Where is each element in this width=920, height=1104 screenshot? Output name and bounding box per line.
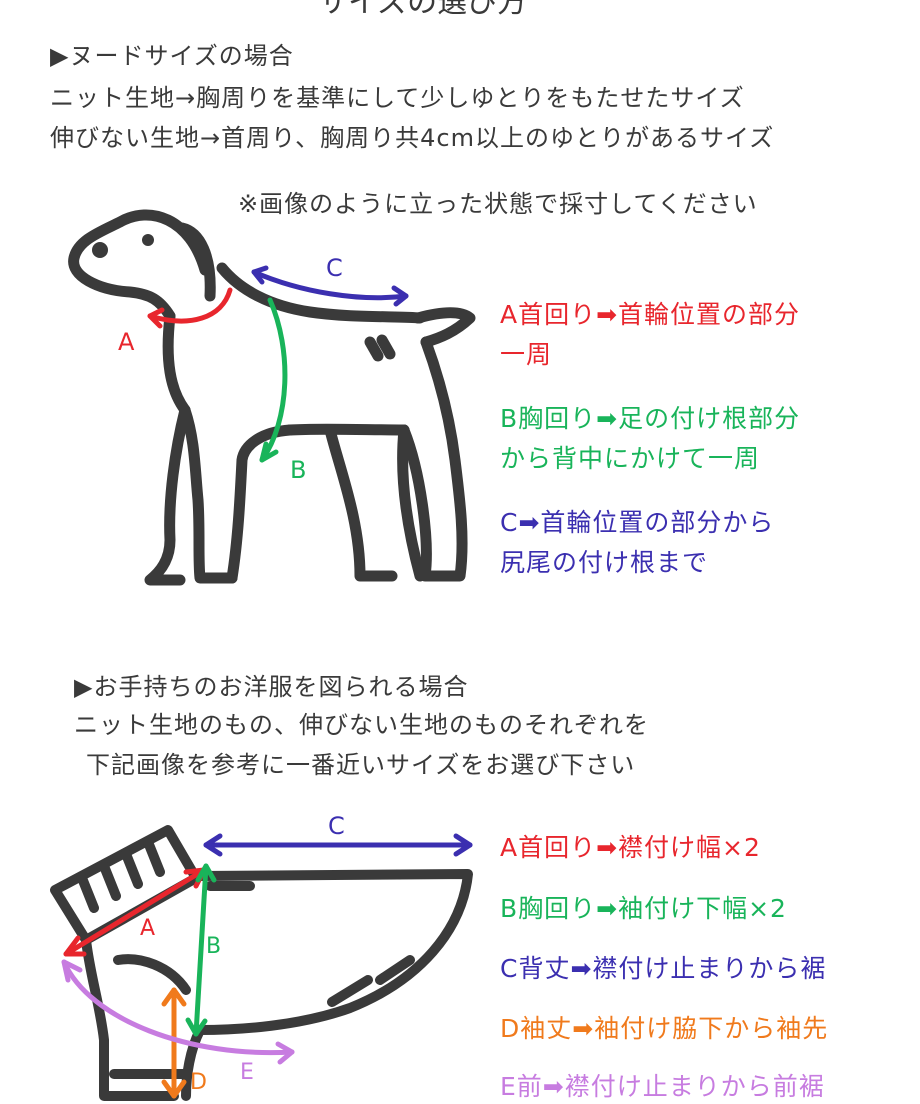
dog-marker-a: A	[118, 328, 135, 356]
clothing-measure-line2: 下記画像を参考に一番近いサイズをお選び下さい	[86, 751, 636, 779]
dog-marker-c: C	[326, 254, 343, 282]
legend-c-line2: 尻尾の付け根まで	[500, 548, 709, 577]
non-stretch-fabric-guideline: 伸びない生地→首周り、胸周り共4cm以上のゆとりがあるサイズ	[50, 124, 775, 152]
sleeve-length-measure-line	[161, 987, 187, 1099]
dog-icon	[68, 209, 476, 586]
garment-legend-c: C背丈➡襟付け止まりから裾	[500, 954, 827, 983]
legend-b-line1: B胸回り➡足の付け根部分	[500, 404, 801, 433]
dog-marker-b: B	[290, 456, 307, 484]
measurement-note: ※画像のように立った状態で採寸してください	[238, 190, 758, 218]
garment-marker-e: E	[240, 1060, 254, 1085]
chest-measure-line	[259, 297, 288, 463]
garment-icon	[50, 825, 473, 1101]
garment-legend-b: B胸回り➡袖付け下幅×2	[500, 894, 787, 923]
legend-a-line1: A首回り➡首輪位置の部分	[500, 300, 801, 329]
armhole-width-measure-line	[185, 863, 217, 1037]
garment-legend-e: E前➡襟付け止まりから前裾	[500, 1072, 825, 1101]
neck-measure-line	[147, 287, 233, 329]
clothing-measure-line1: ニット生地のもの、伸びない生地のものそれぞれを	[74, 711, 649, 739]
garment-marker-a: A	[140, 916, 156, 941]
nude-size-heading: ▶ヌードサイズの場合	[50, 42, 294, 70]
legend-a-line2: 一周	[500, 340, 553, 369]
legend-c-line1: C➡首輪位置の部分から	[500, 508, 775, 537]
clothing-measure-heading: ▶お手持ちのお洋服を図られる場合	[74, 673, 469, 701]
garment-marker-d: D	[190, 1070, 207, 1095]
page-title: サイズの選び方	[318, 0, 528, 20]
knit-fabric-guideline: ニット生地→胸周りを基準にして少しゆとりをもたせたサイズ	[50, 84, 745, 112]
garment-legend-a: A首回り➡襟付け幅×2	[500, 833, 761, 862]
garment-marker-b: B	[206, 934, 222, 959]
front-length-measure-line	[61, 959, 295, 1065]
back-length-measure-line	[251, 265, 409, 307]
legend-b-line2: から背中にかけて一周	[500, 444, 761, 473]
garment-marker-c: C	[328, 812, 345, 840]
back-length-garment-measure-line	[203, 833, 473, 857]
garment-legend-d: D袖丈➡袖付け脇下から袖先	[500, 1014, 829, 1043]
